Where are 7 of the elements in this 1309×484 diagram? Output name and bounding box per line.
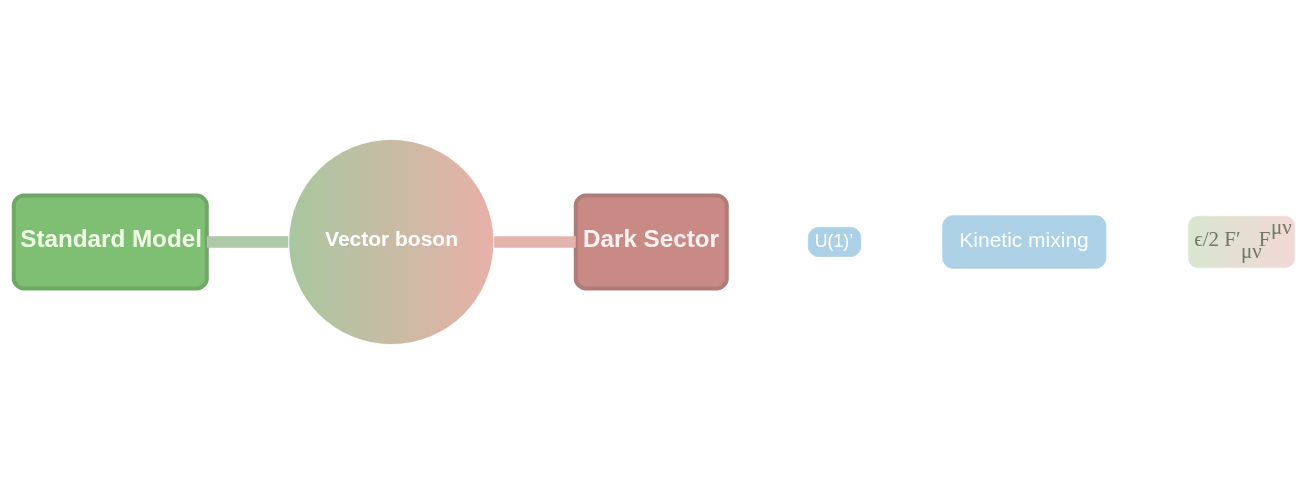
connector — [206, 236, 289, 248]
node-box: Standard Model — [11, 193, 209, 291]
node-box: U(1)’ — [807, 227, 862, 257]
connector — [494, 236, 576, 248]
node-box: Dark Sector — [573, 193, 729, 291]
node-box: Kinetic mixing — [942, 215, 1107, 269]
node-circle: Vector boson — [288, 139, 495, 345]
